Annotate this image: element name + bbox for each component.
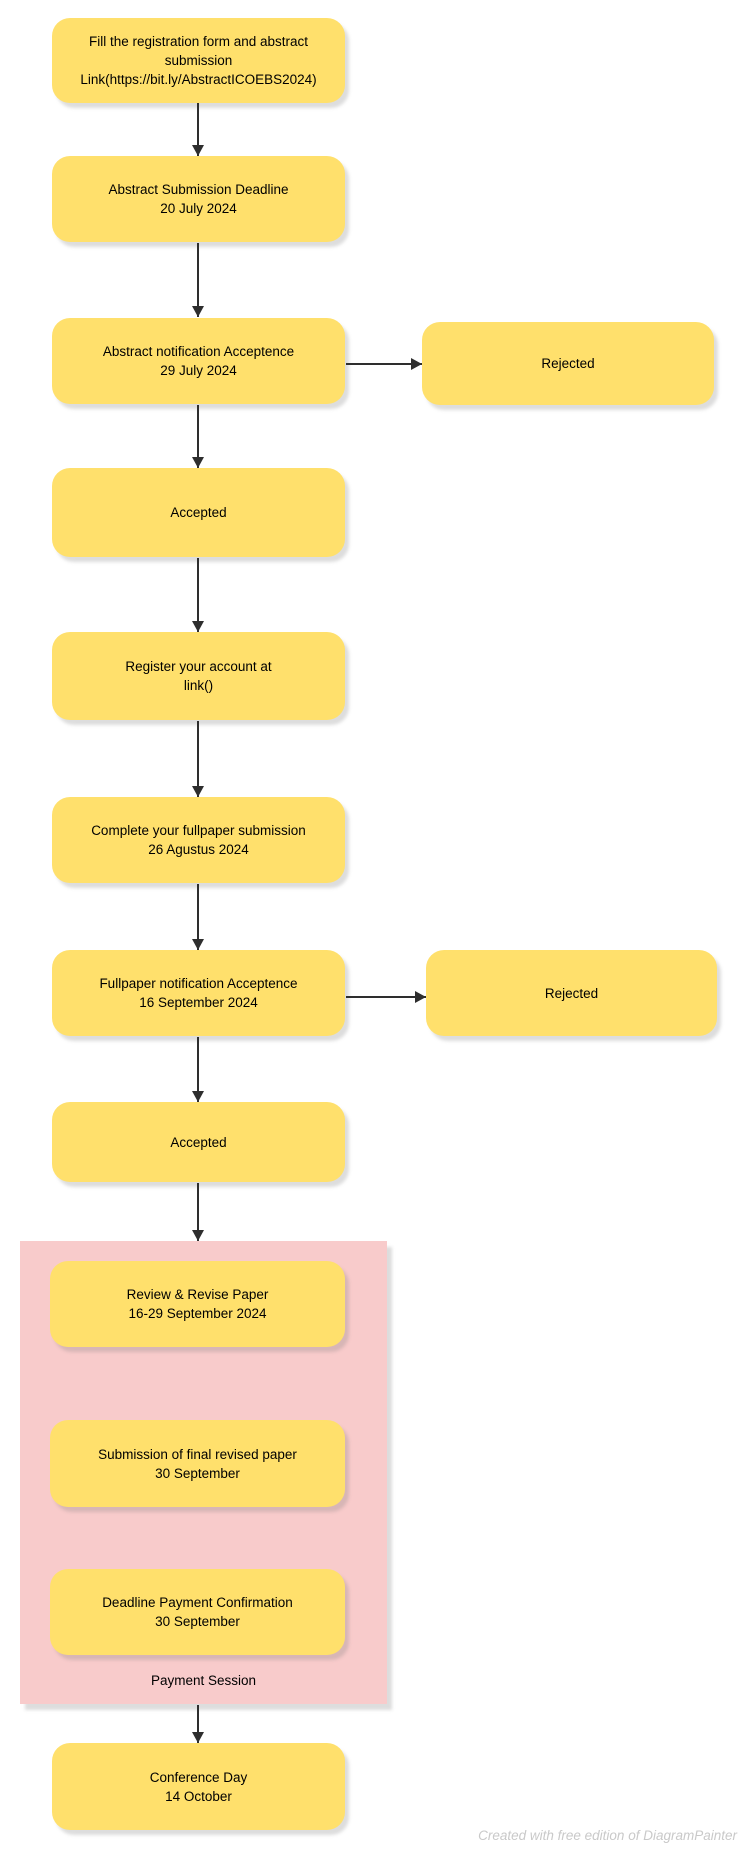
arrow-down-icon <box>192 103 204 156</box>
node-final-revised: Submission of final revised paper 30 Sep… <box>50 1420 345 1507</box>
arrow-down-icon <box>192 1183 204 1241</box>
arrow-right-icon <box>346 991 426 1003</box>
node-register-account: Register your account at link() <box>52 632 345 720</box>
node-line: Complete your fullpaper submission <box>91 823 306 838</box>
node-line: 14 October <box>165 1788 232 1804</box>
node-accepted-abstract: Accepted <box>52 468 345 557</box>
node-line: Link(https://bit.ly/AbstractICOEBS2024) <box>80 72 317 87</box>
node-line: Conference Day <box>149 1769 248 1785</box>
node-abstract-notification: Abstract notification Acceptence 29 July… <box>52 318 345 404</box>
arrow-down-icon <box>192 884 204 950</box>
arrow-down-icon <box>192 721 204 797</box>
node-fullpaper-submission: Complete your fullpaper submission 26 Ag… <box>52 797 345 883</box>
node-line: 29 July 2024 <box>160 363 237 378</box>
arrow-down-icon <box>192 1705 204 1743</box>
node-line: Rejected <box>541 356 595 371</box>
node-line: Fullpaper notification Acceptence <box>99 976 298 991</box>
arrow-down-icon <box>192 558 204 632</box>
node-line: link() <box>183 678 214 693</box>
arrow-down-icon <box>192 405 204 468</box>
node-abstract-deadline: Abstract Submission Deadline 20 July 202… <box>52 156 345 242</box>
node-conference-day: Conference Day 14 October <box>52 1743 345 1830</box>
arrow-down-icon <box>192 1037 204 1102</box>
payment-session-label: Payment Session <box>150 1673 257 1688</box>
node-line: Accepted <box>170 505 227 520</box>
node-review-revise: Review & Revise Paper 16-29 September 20… <box>50 1261 345 1347</box>
node-rejected-abstract: Rejected <box>422 322 714 405</box>
node-payment-confirmation: Deadline Payment Confirmation 30 Septemb… <box>50 1569 345 1655</box>
node-line: 26 Agustus 2024 <box>148 842 249 857</box>
node-accepted-fullpaper: Accepted <box>52 1102 345 1182</box>
node-line: 30 September <box>155 1614 240 1629</box>
node-line: Deadline Payment Confirmation <box>102 1595 293 1610</box>
node-line: Submission of final revised paper <box>98 1446 297 1462</box>
node-rejected-fullpaper: Rejected <box>426 950 717 1036</box>
node-line: Accepted <box>170 1134 227 1150</box>
node-line: Review & Revise Paper <box>126 1287 269 1302</box>
arrow-right-icon <box>346 358 422 370</box>
node-line: Abstract notification Acceptence <box>102 344 295 359</box>
node-line: Fill the registration form and abstract … <box>88 34 309 68</box>
watermark: Created with free edition of DiagramPain… <box>478 1828 737 1843</box>
node-line: Abstract Submission Deadline <box>108 182 289 197</box>
node-line: 16 September 2024 <box>139 995 258 1010</box>
node-line: Rejected <box>544 985 599 1001</box>
node-line: 30 September <box>155 1465 240 1481</box>
node-fullpaper-notification: Fullpaper notification Acceptence 16 Sep… <box>52 950 345 1036</box>
node-registration: Fill the registration form and abstract … <box>52 18 345 103</box>
arrow-down-icon <box>192 243 204 317</box>
node-line: 20 July 2024 <box>160 201 237 216</box>
node-line: 16-29 September 2024 <box>128 1306 267 1321</box>
node-line: Register your account at <box>125 659 272 674</box>
